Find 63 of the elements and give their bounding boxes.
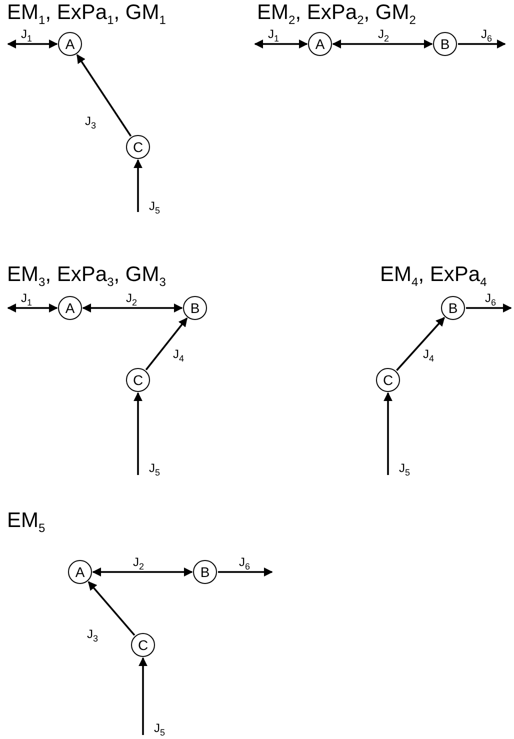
node-label: B (200, 565, 210, 579)
edge-label: J$_{5}$ (153, 722, 166, 738)
arrow (332, 40, 433, 48)
arrow (82, 304, 183, 312)
panel-title: EM$_{3}$, ExPa$_{3}$, GM$_{3}$ (7, 264, 166, 288)
panel-title: EM$_{4}$, ExPa$_{4}$ (380, 264, 487, 288)
edge-label: J$_{5}$ (148, 462, 162, 478)
circle-node (126, 135, 150, 159)
edge-label: J$_{6}$ (238, 556, 252, 572)
edge-label: J$_{3}$ (86, 628, 100, 644)
arrow (218, 568, 273, 576)
arrow (7, 304, 58, 312)
edge-label: J$_{4}$ (172, 348, 186, 364)
node-label: B (440, 37, 450, 51)
node-label: C (132, 373, 144, 387)
edge-label: J$_{1}$ (20, 28, 34, 44)
circle-node (58, 32, 82, 56)
edge-label: J$_{3}$ (84, 115, 98, 130)
node-label: C (138, 638, 148, 652)
arrow (458, 40, 506, 48)
circle-node (308, 32, 332, 56)
circle-node (131, 633, 155, 657)
panel-title: EM$_{2}$, ExPa$_{2}$, GM$_{2}$ (257, 2, 416, 26)
circle-node (68, 560, 92, 584)
node-label: A (315, 37, 325, 51)
edge-label: J$_{1}$ (20, 292, 34, 308)
panel-title: EM$_{1}$, ExPa$_{1}$, GM$_{1}$ (7, 2, 166, 26)
arrow (76, 54, 132, 137)
arrow (254, 40, 308, 48)
arrow (466, 304, 512, 312)
node-label: B (190, 301, 200, 315)
arrow (396, 316, 445, 371)
arrow (92, 568, 193, 576)
edge-label: J$_{6}$ (480, 28, 494, 44)
arrow (145, 317, 188, 370)
circle-node (193, 560, 217, 584)
arrow (134, 392, 142, 475)
circle-node (433, 32, 457, 56)
edge-label: J$_{2}$ (377, 28, 390, 44)
node-label: A (75, 565, 85, 579)
edge-label: J$_{2}$ (132, 556, 146, 572)
circle-node (126, 368, 150, 392)
node-label: B (448, 301, 458, 315)
circle-node (441, 296, 465, 320)
circle-node (376, 368, 400, 392)
arrow (7, 40, 58, 48)
edge-label: J$_{2}$ (125, 292, 138, 308)
arrow (384, 392, 392, 475)
node-label: C (132, 140, 144, 154)
arrow (88, 581, 136, 636)
edge-label: J$_{1}$ (267, 28, 280, 44)
node-label: A (65, 301, 75, 315)
edge-label: J$_{5}$ (148, 200, 162, 216)
panel-title: EM$_{5}$ (7, 510, 46, 534)
node-label: A (65, 37, 75, 51)
edge-label: J$_{4}$ (422, 348, 436, 364)
node-label: C (382, 373, 394, 387)
edge-label: J$_{6}$ (484, 292, 498, 308)
circle-node (58, 296, 82, 320)
edge-label: J$_{5}$ (398, 462, 412, 478)
circle-node (183, 296, 207, 320)
arrow (138, 657, 148, 735)
arrow (134, 159, 142, 212)
